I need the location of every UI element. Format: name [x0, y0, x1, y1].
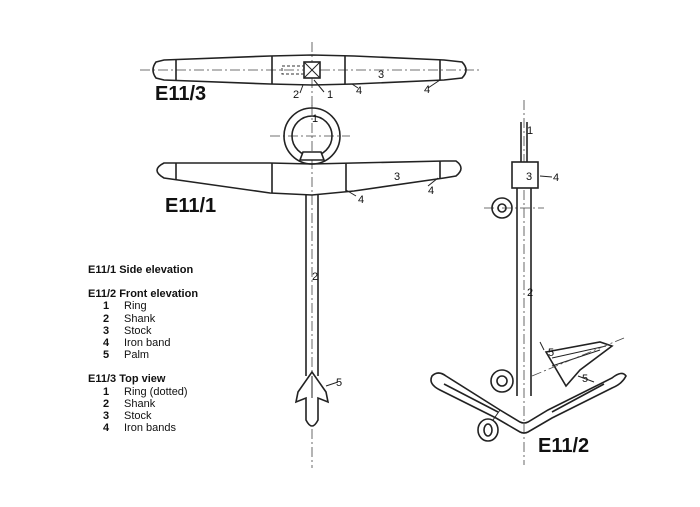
legend-item-label: Iron band: [124, 337, 171, 350]
legend-item-label: Iron bands: [124, 422, 176, 435]
figure-label-top-view: E11/3: [155, 83, 206, 105]
callout-4: 4: [356, 85, 362, 97]
callout-4: 4: [428, 185, 434, 197]
callout-1: 1: [327, 89, 333, 101]
side-elevation-drawing: [156, 105, 462, 468]
arm-inner: [443, 383, 605, 413]
callout-2: 2: [312, 271, 318, 283]
legend-item-label: Shank: [124, 312, 156, 325]
callout-3: 3: [378, 69, 384, 81]
legend-item-label: Ring: [124, 300, 147, 313]
callout-1: 1: [527, 125, 533, 137]
legend-item-label: Shank: [124, 397, 156, 410]
top-view-drawing: [140, 42, 482, 108]
front-elevation-drawing: [430, 100, 627, 465]
legend-item-label: Ring (dotted): [124, 385, 188, 398]
palm-front: [544, 341, 614, 388]
legend-heading-top: E11/3 Top view: [88, 373, 166, 386]
stock-end-view: [511, 161, 539, 189]
legend-item-label: Stock: [124, 410, 152, 423]
palm-side: [294, 370, 330, 427]
legend-item-label: Stock: [124, 324, 152, 337]
legend-heading-front: E11/2 Front elevation: [88, 288, 199, 301]
callout-2: 2: [527, 287, 533, 299]
ring-end-view: [491, 197, 513, 219]
callout-5: 5: [548, 347, 554, 359]
ring-dotted: [281, 65, 305, 75]
fluke-detail: [477, 418, 499, 442]
callout-5: 5: [582, 373, 588, 385]
callout-2: 2: [293, 89, 299, 101]
figure-label-front-elevation: E11/2: [538, 435, 589, 457]
arms: [430, 372, 627, 434]
legend-heading-side: E11/1 Side elevation: [88, 264, 194, 276]
crown-ring: [490, 369, 514, 393]
callout-3: 3: [394, 171, 400, 183]
legend: E11/1 Side elevation E11/2 Front elevati…: [88, 264, 288, 434]
callout-4: 4: [358, 194, 364, 206]
callout-5: 5: [336, 377, 342, 389]
callout-3: 3: [526, 171, 532, 183]
palm-axis: [531, 337, 625, 377]
callout-4: 4: [553, 172, 559, 184]
figure-label-side-elevation: E11/1: [165, 195, 216, 217]
stock-side-outline: [156, 160, 462, 196]
shank-eye: [298, 151, 326, 161]
callout-4: 4: [424, 84, 430, 96]
legend-item-label: Palm: [124, 349, 150, 362]
callout-1: 1: [312, 113, 318, 125]
stock-top-outline: [152, 54, 467, 86]
